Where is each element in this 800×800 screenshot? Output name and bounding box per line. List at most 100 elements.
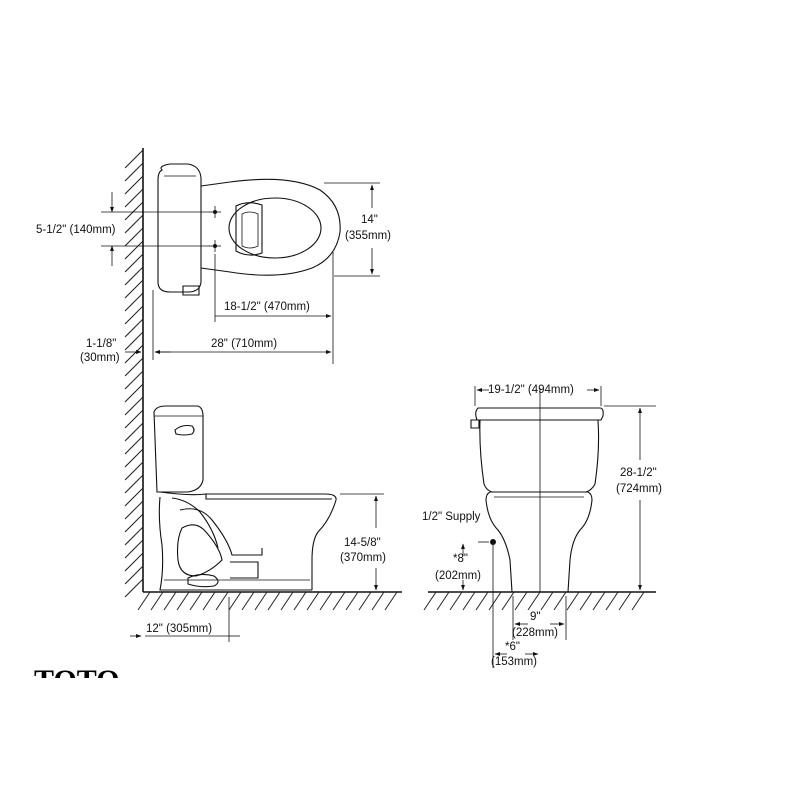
label-overall-height-in: 28-1/2" — [620, 467, 657, 479]
label-top-width-mm: (355mm) — [345, 230, 391, 242]
label-base-width-in: 9" — [530, 611, 540, 623]
hatch-line — [306, 591, 320, 611]
hatch-line — [241, 591, 255, 611]
hatch-line — [124, 305, 144, 325]
dim-overall-height: 28-1/2" (724mm) — [604, 405, 662, 591]
label-tank-width: 19-1/2" (494mm) — [488, 384, 574, 396]
hatch-line — [124, 500, 144, 520]
hatch-line — [592, 591, 606, 611]
hatch-line — [605, 591, 619, 611]
dim-seat-height: 14-5/8" (370mm) — [340, 493, 386, 591]
hatch-line — [215, 591, 229, 611]
hatch-line — [462, 591, 476, 611]
label-supply-height-mm: (202mm) — [435, 570, 481, 582]
dim-rough-in: 12" (305mm) — [130, 597, 240, 642]
hatch-line — [124, 370, 144, 390]
hatch-line — [124, 409, 144, 429]
hatch-line — [124, 435, 144, 455]
hatch-line — [124, 292, 144, 312]
wall-hatching — [124, 149, 144, 598]
hatch-line — [540, 591, 554, 611]
hatch-line — [124, 526, 144, 546]
hatch-line — [345, 591, 359, 611]
hatch-line — [124, 227, 144, 247]
dim-supply-height: 1/2" Supply *8" (202mm) — [422, 511, 489, 591]
label-supply-offset-mm: (153mm) — [491, 656, 537, 668]
hatch-line — [319, 591, 333, 611]
hatch-line — [124, 513, 144, 533]
dim-top-overall-depth: 28" (710mm) — [152, 290, 332, 360]
label-top-overall-depth: 28" (710mm) — [211, 338, 277, 350]
hatch-line — [124, 578, 144, 598]
hatch-line — [124, 565, 144, 585]
hatch-line — [124, 487, 144, 507]
hatch-line — [124, 422, 144, 442]
label-top-width-in: 14" — [361, 214, 378, 226]
hatch-line — [124, 357, 144, 377]
hatch-line — [254, 591, 268, 611]
hatch-line — [631, 591, 645, 611]
hatch-line — [124, 539, 144, 559]
label-wall-gap-mm: (30mm) — [80, 352, 120, 364]
hatch-line — [124, 396, 144, 416]
hatch-line — [566, 591, 580, 611]
hatch-line — [124, 344, 144, 364]
hatch-line — [423, 591, 437, 611]
hatch-line — [475, 591, 489, 611]
hatch-line — [228, 591, 242, 611]
hatch-line — [124, 552, 144, 572]
hatch-line — [553, 591, 567, 611]
hatch-line — [124, 474, 144, 494]
hatch-line — [124, 253, 144, 273]
hatch-line — [124, 240, 144, 260]
supply-marker — [490, 539, 496, 545]
label-supply-offset-in: *6" — [505, 641, 520, 653]
label-wall-gap-in: 1-1/8" — [86, 338, 116, 350]
logo-text: TOTO — [34, 664, 120, 697]
hatch-line — [579, 591, 593, 611]
hatch-line — [124, 188, 144, 208]
hatch-line — [618, 591, 632, 611]
label-seat-height-mm: (370mm) — [340, 552, 386, 564]
hatch-line — [124, 214, 144, 234]
wall — [124, 148, 144, 598]
dim-wall-gap: 1-1/8" (30mm) — [80, 338, 171, 364]
toto-logo: TOTO — [34, 664, 120, 697]
hatch-line — [124, 331, 144, 351]
hatch-line — [358, 591, 372, 611]
dim-top-width: 14" (355mm) — [324, 182, 391, 277]
dim-top-spacing: 5-1/2" (140mm) — [36, 192, 210, 266]
hatch-line — [150, 591, 164, 611]
hatch-line — [124, 318, 144, 338]
label-overall-height-mm: (724mm) — [616, 483, 662, 495]
label-base-width-mm: (228mm) — [512, 627, 558, 639]
label-top-spacing: 5-1/2" (140mm) — [36, 224, 116, 236]
label-supply: 1/2" Supply — [422, 511, 481, 523]
hatch-line — [124, 279, 144, 299]
hatch-line — [124, 175, 144, 195]
hatch-line — [267, 591, 281, 611]
label-rough-in: 12" (305mm) — [146, 623, 212, 635]
dim-base-width: 9" (228mm) — [512, 596, 567, 640]
hatch-line — [436, 591, 450, 611]
hatch-line — [137, 591, 151, 611]
label-seat-height-in: 14-5/8" — [344, 537, 381, 549]
hatch-line — [124, 201, 144, 221]
hatch-line — [501, 591, 515, 611]
hatch-line — [202, 591, 216, 611]
hatch-line — [124, 448, 144, 468]
hatch-line — [124, 149, 144, 169]
floor-right — [423, 591, 656, 611]
hatch-line — [124, 162, 144, 182]
bolt-marker — [209, 240, 221, 252]
hatch-line — [488, 591, 502, 611]
hatch-line — [514, 591, 528, 611]
hatch-line — [163, 591, 177, 611]
bolt-marker — [209, 206, 221, 218]
hatch-line — [332, 591, 346, 611]
hatch-line — [124, 266, 144, 286]
toilet-side-view — [153, 405, 337, 591]
dim-supply-offset: *6" (153mm) — [491, 545, 539, 668]
hatch-line — [189, 591, 203, 611]
